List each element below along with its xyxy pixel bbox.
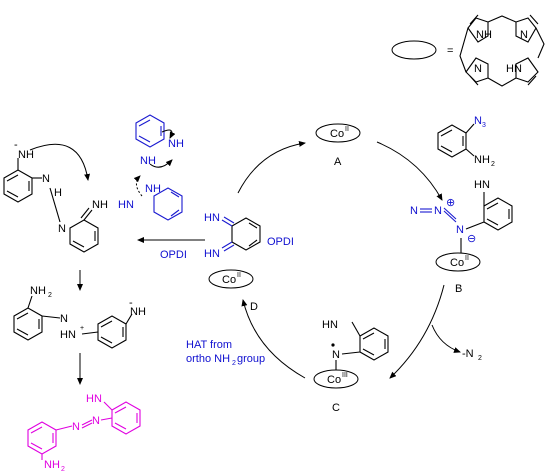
- left-top-nh2: NH: [92, 199, 108, 211]
- arrow-c-to-d: [241, 299, 306, 379]
- product-azo: N N H N NH 2: [27, 393, 141, 473]
- species-b-ox: II: [465, 255, 469, 262]
- reagent-azide-sub: 3: [482, 122, 486, 129]
- hat-line1: HAT from: [186, 339, 232, 351]
- opdi-release: OPDI: [137, 237, 205, 261]
- species-d-ox: II: [237, 272, 241, 279]
- n2-byproduct: -N 2: [462, 348, 482, 362]
- species-d-imine1: HN: [204, 212, 220, 224]
- species-c-ox: III: [342, 372, 348, 379]
- species-d-letter: D: [250, 301, 258, 313]
- species-c-letter: C: [332, 402, 340, 414]
- left-top-n2: N: [58, 223, 66, 235]
- species-c-metal: Co: [327, 374, 341, 386]
- left-top-minus: -: [14, 139, 18, 151]
- species-d: HN HN OPDI Co II D: [204, 212, 294, 313]
- porphyrin-legend: = NH N N HN: [391, 14, 545, 87]
- species-d-metal: Co: [222, 274, 236, 286]
- species-a-metal: Co: [330, 128, 344, 140]
- species-b-metal: Co: [450, 257, 464, 269]
- hat-line2: ortho NH: [186, 353, 230, 365]
- species-b-n-inner: N: [456, 224, 464, 236]
- product-nh2-bottom-sub: 2: [61, 466, 65, 473]
- reagent-amine-sub: 2: [491, 161, 495, 168]
- opdi-left-label: OPDI: [160, 249, 187, 261]
- hat-label: HAT from ortho NH 2 group: [186, 339, 265, 367]
- arrow-a-to-b: [376, 141, 443, 201]
- left-mid-hn: HN: [60, 329, 76, 341]
- species-b-minus: ⊖: [467, 233, 476, 245]
- porphyrin-n-left: N: [474, 63, 482, 75]
- porphyrin-structure: NH N N HN: [459, 14, 545, 87]
- reagent-azidoaniline: N 3 NH 2: [437, 115, 495, 168]
- species-b-amine-n: N: [482, 179, 490, 191]
- species-a: Co II A: [315, 123, 361, 168]
- arrow-d-to-a: [237, 140, 306, 194]
- product-nh2-bottom: NH: [44, 459, 60, 471]
- equals-sign: =: [447, 45, 453, 57]
- species-c-amine-h: H: [322, 319, 330, 331]
- species-d-porphyrin: [208, 269, 254, 289]
- reagent-azide-n: N: [474, 115, 482, 127]
- left-mid-minus: -: [129, 297, 133, 309]
- species-b-porphyrin: [435, 252, 481, 272]
- left-top-h: H: [54, 187, 62, 199]
- reagent-amine: NH: [474, 154, 490, 166]
- product-nh2-top-n: N: [94, 393, 102, 405]
- species-b-n-terminal: N: [410, 205, 418, 217]
- species-c: H N N Co III C: [313, 319, 389, 414]
- porphyrin-nh-top: NH: [476, 29, 492, 41]
- left-intermediate-mid: NH 2 N HN + - NH: [13, 285, 146, 349]
- blue-top-nh-right: NH: [168, 138, 184, 150]
- left-mid-nh: NH: [130, 306, 146, 318]
- arrow-b-to-c: [389, 284, 445, 379]
- species-c-amine-n: N: [330, 319, 338, 331]
- porphyrin-ellipse-symbol: [391, 40, 437, 60]
- species-d-opdi: OPDI: [267, 236, 294, 248]
- left-mid-nh2-sub: 2: [48, 292, 52, 299]
- species-d-imine2: HN: [204, 248, 220, 260]
- left-top-nh: NH: [18, 149, 34, 161]
- blue-mid-hn-left: HN: [118, 199, 134, 211]
- species-b-letter: B: [455, 283, 462, 295]
- blue-structure-mid: NH HN: [118, 175, 183, 221]
- blue-mid-nh-top: NH: [145, 183, 161, 195]
- porphyrin-n-right: N: [520, 29, 528, 41]
- species-b-n-mid: N: [434, 205, 442, 217]
- left-top-n: N: [42, 173, 50, 185]
- n2-byproduct-sub: 2: [478, 355, 482, 362]
- species-a-porphyrin: [315, 123, 361, 143]
- left-mid-plus: +: [80, 325, 84, 332]
- species-c-porphyrin: [313, 369, 359, 389]
- porphyrin-hn-bottom: HN: [506, 63, 522, 75]
- left-mid-n: N: [60, 313, 68, 325]
- left-intermediate-top: - NH N H N NH: [3, 139, 108, 253]
- species-a-ox: II: [345, 126, 349, 133]
- product-n1: N: [72, 421, 80, 433]
- species-a-letter: A: [334, 156, 342, 168]
- blue-top-nh-left: NH: [140, 155, 156, 167]
- hat-line2-end: group: [237, 353, 265, 365]
- left-mid-nh2: NH: [30, 285, 46, 297]
- blue-structure-top: NH NH: [135, 114, 184, 168]
- arrow-n2-release: [431, 324, 461, 353]
- product-n2: N: [92, 415, 100, 427]
- species-b-amine-h: H: [474, 179, 482, 191]
- n2-byproduct-text: -N: [462, 348, 474, 360]
- cycle-arrows: [237, 140, 461, 379]
- species-c-nitrene: N: [332, 349, 340, 361]
- hat-line2-sub: 2: [232, 360, 236, 367]
- species-b-plus: ⊕: [446, 197, 455, 209]
- product-nh2-top-h: H: [86, 393, 94, 405]
- species-b: H N N N ⊕ N ⊖ Co II B: [410, 179, 513, 295]
